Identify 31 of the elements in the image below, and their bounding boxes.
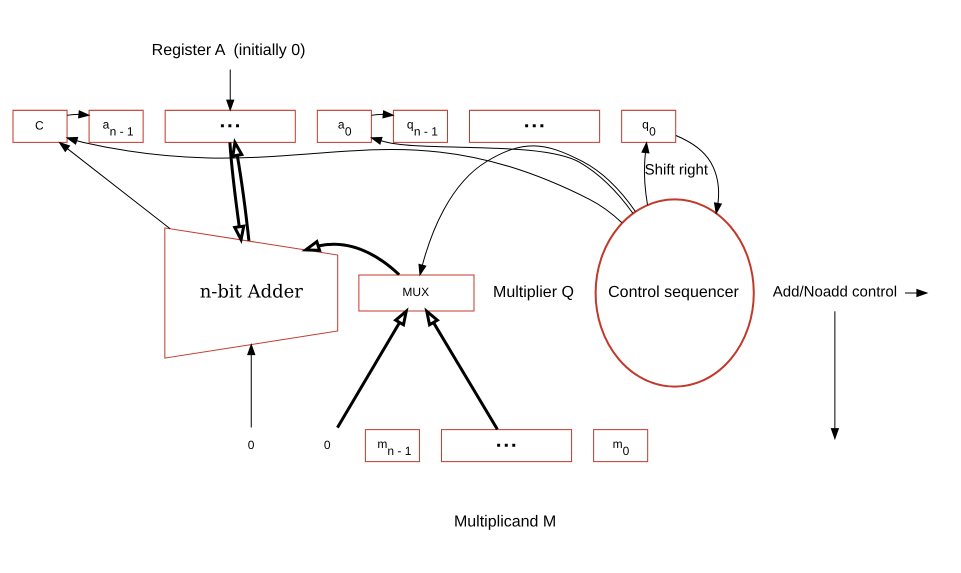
arrow: [370, 110, 394, 118]
node-box: n-bit Adder: [164, 226, 338, 358]
arrow: [58, 141, 170, 229]
node-text: 0: [323, 437, 330, 452]
arrow: [230, 138, 250, 240]
node-box: ▪ ▪ ▪: [468, 109, 600, 142]
arrow: [300, 238, 400, 276]
arrow: [418, 144, 636, 276]
arrow: [904, 288, 928, 297]
node-box: ▪ ▪ ▪: [440, 428, 572, 462]
node-box: MUX: [358, 274, 474, 312]
arrow: [640, 140, 650, 206]
arrow: [830, 310, 839, 440]
arrow: [336, 306, 408, 428]
arrow: [66, 110, 90, 118]
arrow: [369, 136, 633, 214]
node-text: Register A (initially 0): [151, 42, 305, 59]
node-box: C: [12, 109, 68, 142]
node-box: ▪ ▪ ▪: [164, 109, 296, 142]
node-text: Add/Noadd control: [772, 283, 897, 300]
node-text: 0: [247, 437, 254, 452]
arrow: [65, 136, 622, 223]
arrow: [246, 342, 255, 428]
node-ellipse: Control sequencer: [594, 198, 754, 388]
arrow: [226, 68, 234, 112]
label: Multiplier Q: [492, 283, 574, 300]
arrow: [674, 134, 722, 214]
arrow: [228, 142, 246, 244]
arrow: [424, 306, 498, 430]
label: Multiplicand M: [453, 513, 556, 530]
edge-label: Shift right: [644, 160, 708, 178]
